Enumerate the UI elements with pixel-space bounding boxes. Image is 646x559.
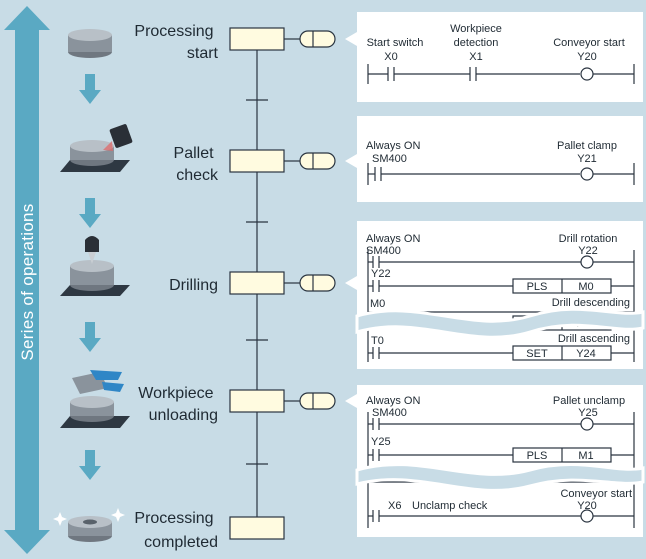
action-box [299, 392, 336, 410]
instruction-operand: Y24 [576, 348, 596, 360]
contact-label: Always ON [366, 140, 420, 152]
step-box-processing-completed [229, 516, 285, 540]
drill-icon [60, 236, 130, 296]
contact-label: Always ON [366, 395, 420, 407]
contact-label: Always ON [366, 233, 420, 245]
coil-device: Y20 [577, 500, 597, 512]
action-box [299, 152, 336, 170]
contact-device: X1 [469, 51, 482, 63]
contact-device: X0 [384, 51, 397, 63]
action-box [299, 274, 336, 292]
instruction-operand: M0 [578, 281, 593, 293]
coil-device: Y22 [578, 245, 598, 257]
contact-device: SM400 [372, 407, 407, 419]
step-label-drilling: Drilling [169, 277, 218, 294]
series-of-operations-label: Series of operations [18, 203, 37, 360]
down-arrow-icon [79, 198, 101, 228]
contact-device: T0 [371, 335, 384, 347]
coil-label: Pallet unclamp [553, 395, 625, 407]
down-arrow-icon [79, 450, 101, 480]
omission-wave [355, 307, 645, 339]
contact-device: M0 [370, 298, 385, 310]
contact-label: Start switch [367, 37, 424, 49]
ladder-panel-processing-start: Start switch X0 Workpiece detection X1 C… [345, 12, 643, 102]
instruction-name: SET [526, 348, 548, 360]
step-label-processing-start: Processing start [134, 23, 218, 62]
omission-wave [355, 463, 645, 492]
step-label-processing-completed: Processing completed [134, 510, 218, 551]
ladder-panel-workpiece-unloading: Always ON SM400 Pallet unclamp Y25 Y25 P… [345, 385, 645, 537]
sfc-chart [229, 27, 336, 540]
step-label-pallet-check: Pallet check [174, 145, 219, 184]
coil-device: Y21 [577, 153, 597, 165]
series-of-operations-arrow: Series of operations [4, 6, 50, 554]
coil-device: Y25 [578, 407, 598, 419]
finished-workpiece-icon [53, 508, 125, 542]
ladder-panel-pallet-check: Always ON SM400 Pallet clamp Y21 [345, 116, 643, 202]
contact-label: Unclamp check [412, 500, 488, 512]
instruction-name: PLS [527, 450, 548, 462]
workpiece-icon [68, 29, 112, 58]
coil-label: Conveyor start [560, 488, 632, 500]
instruction-operand: M1 [578, 450, 593, 462]
step-label-workpiece-unloading: Workpiece unloading [138, 385, 218, 424]
sensor-check-icon [60, 124, 133, 172]
coil-label: Drill ascending [558, 333, 630, 345]
down-arrow-icon [79, 322, 101, 352]
contact-device: SM400 [366, 245, 401, 257]
step-box-pallet-check [229, 149, 285, 173]
contact-device: Y25 [371, 436, 391, 448]
coil-label: Conveyor start [553, 37, 625, 49]
step-box-workpiece-unloading [229, 389, 285, 413]
coil-device: Y20 [577, 51, 597, 63]
step-box-drilling [229, 271, 285, 295]
contact-device: X6 [388, 500, 401, 512]
instruction-name: PLS [527, 281, 548, 293]
down-arrow-icon [79, 74, 101, 104]
ladder-panel-drilling: Always ON SM400 Drill rotation Y22 Y22 P… [345, 221, 645, 369]
unloading-icon [60, 370, 130, 428]
coil-label: Pallet clamp [557, 140, 617, 152]
contact-label: Workpiece [450, 23, 502, 35]
coil-label: Drill rotation [559, 233, 618, 245]
contact-device: SM400 [372, 153, 407, 165]
contact-device: Y22 [371, 268, 391, 280]
step-box-processing-start [229, 27, 285, 51]
contact-label: detection [454, 37, 499, 49]
coil-label: Drill descending [552, 297, 630, 309]
action-box [299, 30, 336, 48]
